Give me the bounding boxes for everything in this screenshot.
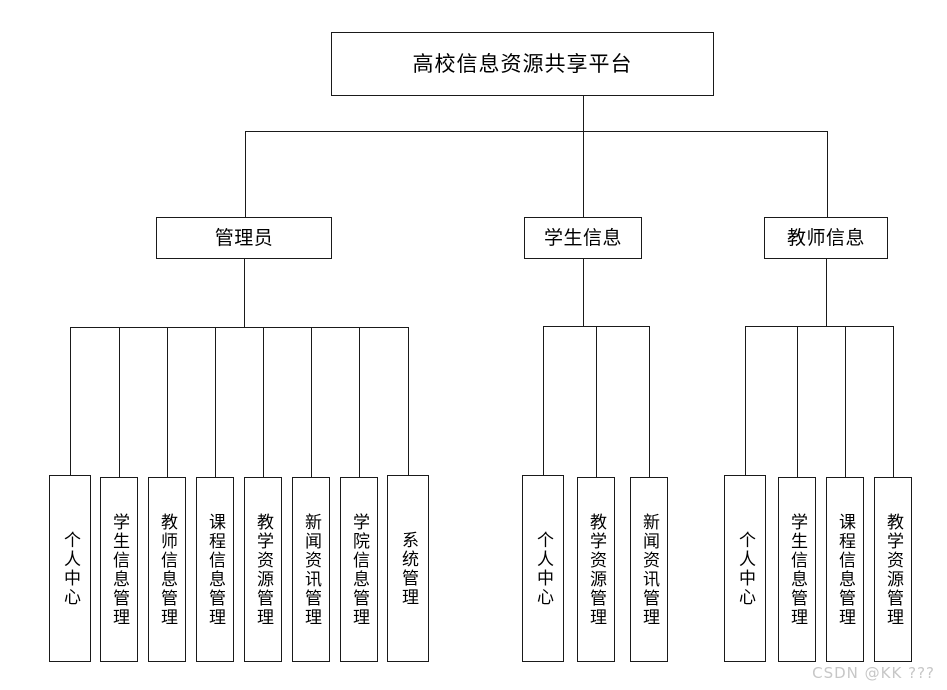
connector-root-stem [583,96,584,131]
node-branch-student-label: 学生信息 [543,226,622,249]
node-branch-admin[interactable]: 管理员 [156,217,332,259]
node-leaf-admin-7-label: 学院信息管理 [349,512,370,627]
connector-student-stem [583,259,584,326]
node-leaf-teacher-1-label: 个人中心 [735,530,756,607]
node-leaf-admin-2-label: 学生信息管理 [109,512,130,627]
connector-drop-teacher [827,131,828,217]
connector-teacher-stem [826,259,827,326]
connector-admin-stem [244,259,245,327]
node-branch-student[interactable]: 学生信息 [524,217,642,259]
node-leaf-student-2[interactable]: 教学资源管理 [577,477,615,662]
connector-admin-leaf-drop-5 [263,327,264,477]
connector-admin-leaf-drop-6 [311,327,312,477]
connector-admin-leaf-drop-8 [408,327,409,475]
node-root[interactable]: 高校信息资源共享平台 [331,32,714,96]
node-branch-teacher[interactable]: 教师信息 [764,217,888,259]
node-leaf-admin-8[interactable]: 系统管理 [387,475,429,662]
connector-level2-bus [245,131,828,132]
node-leaf-teacher-2[interactable]: 学生信息管理 [778,477,816,662]
connector-admin-bus [70,327,408,328]
connector-admin-leaf-drop-2 [119,327,120,477]
connector-admin-leaf-drop-4 [215,327,216,477]
connector-drop-admin [245,131,246,217]
node-leaf-student-3-label: 新闻资讯管理 [639,512,660,627]
connector-student-leaf-drop-1 [543,326,544,475]
node-branch-admin-label: 管理员 [214,226,274,249]
node-leaf-teacher-3[interactable]: 课程信息管理 [826,477,864,662]
node-leaf-admin-3[interactable]: 教师信息管理 [148,477,186,662]
connector-admin-leaf-drop-1 [70,327,71,475]
node-leaf-student-3[interactable]: 新闻资讯管理 [630,477,668,662]
node-leaf-teacher-4[interactable]: 教学资源管理 [874,477,912,662]
node-branch-teacher-label: 教师信息 [786,226,865,249]
watermark-text: CSDN @KK ??? [812,664,935,682]
node-leaf-admin-3-label: 教师信息管理 [157,512,178,627]
connector-teacher-bus [745,326,893,327]
node-leaf-teacher-1[interactable]: 个人中心 [724,475,766,662]
connector-admin-leaf-drop-3 [167,327,168,477]
node-leaf-admin-1[interactable]: 个人中心 [49,475,91,662]
node-leaf-admin-4[interactable]: 课程信息管理 [196,477,234,662]
node-leaf-admin-8-label: 系统管理 [398,530,419,607]
node-leaf-student-1[interactable]: 个人中心 [522,475,564,662]
node-root-label: 高校信息资源共享平台 [412,51,633,76]
node-leaf-admin-6[interactable]: 新闻资讯管理 [292,477,330,662]
node-leaf-admin-5-label: 教学资源管理 [253,512,274,627]
connector-admin-leaf-drop-7 [359,327,360,477]
node-leaf-admin-7[interactable]: 学院信息管理 [340,477,378,662]
connector-teacher-leaf-drop-3 [845,326,846,477]
node-leaf-admin-5[interactable]: 教学资源管理 [244,477,282,662]
connector-teacher-leaf-drop-1 [745,326,746,475]
node-leaf-admin-1-label: 个人中心 [60,530,81,607]
node-leaf-teacher-2-label: 学生信息管理 [787,512,808,627]
connector-student-leaf-drop-3 [649,326,650,477]
node-leaf-student-2-label: 教学资源管理 [586,512,607,627]
node-leaf-teacher-4-label: 教学资源管理 [883,512,904,627]
connector-teacher-leaf-drop-2 [797,326,798,477]
node-leaf-admin-4-label: 课程信息管理 [205,512,226,627]
node-leaf-student-1-label: 个人中心 [533,530,554,607]
connector-student-leaf-drop-2 [596,326,597,477]
connector-drop-student [583,131,584,217]
connector-teacher-leaf-drop-4 [893,326,894,477]
node-leaf-teacher-3-label: 课程信息管理 [835,512,856,627]
node-leaf-admin-2[interactable]: 学生信息管理 [100,477,138,662]
node-leaf-admin-6-label: 新闻资讯管理 [301,512,322,627]
